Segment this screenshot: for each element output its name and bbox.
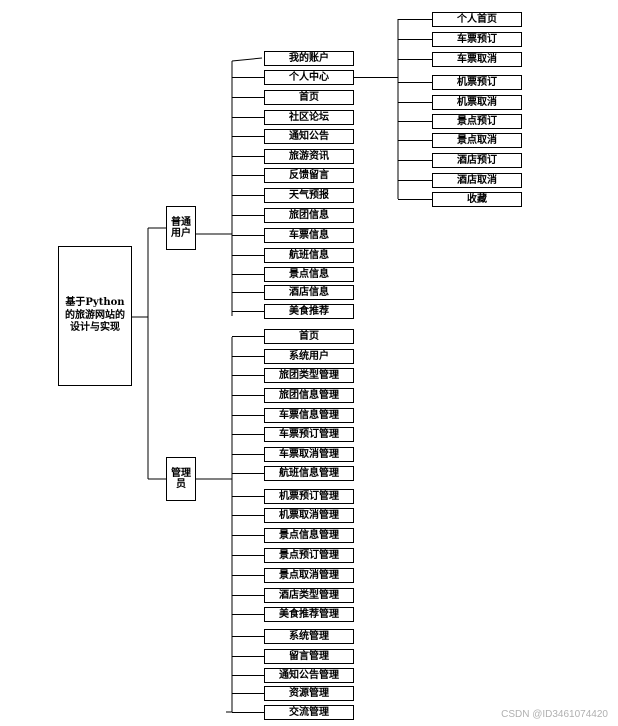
user-item: 旅游资讯 bbox=[264, 149, 354, 164]
admin-item: 机票预订管理 bbox=[264, 489, 354, 504]
user-item: 旅团信息 bbox=[264, 208, 354, 223]
admin-item: 车票取消管理 bbox=[264, 447, 354, 462]
user-item: 通知公告 bbox=[264, 129, 354, 144]
admin-item: 美食推荐管理 bbox=[264, 607, 354, 622]
admin-item: 系统用户 bbox=[264, 349, 354, 364]
admin-item: 通知公告管理 bbox=[264, 668, 354, 683]
personal-center-item: 车票预订 bbox=[432, 32, 522, 47]
admin-item: 留言管理 bbox=[264, 649, 354, 664]
personal-center-item: 酒店预订 bbox=[432, 153, 522, 168]
admin-item: 景点信息管理 bbox=[264, 528, 354, 543]
watermark: CSDN @ID3461074420 bbox=[501, 709, 608, 720]
user-item: 车票信息 bbox=[264, 228, 354, 243]
user-item: 社区论坛 bbox=[264, 110, 354, 125]
admin-item: 车票预订管理 bbox=[264, 427, 354, 442]
user-item: 航班信息 bbox=[264, 248, 354, 263]
personal-center-item: 景点取消 bbox=[432, 133, 522, 148]
user-item: 我的账户 bbox=[264, 51, 354, 66]
user-branch bbox=[231, 57, 263, 62]
personal-center-item: 机票预订 bbox=[432, 75, 522, 90]
admin-item: 交流管理 bbox=[264, 705, 354, 720]
personal-center-item: 酒店取消 bbox=[432, 173, 522, 188]
personal-center-item: 个人首页 bbox=[432, 12, 522, 27]
admin-item: 车票信息管理 bbox=[264, 408, 354, 423]
personal-center-item: 收藏 bbox=[432, 192, 522, 207]
personal-center-item: 机票取消 bbox=[432, 95, 522, 110]
group-regular-user: 普通用户 bbox=[166, 206, 196, 250]
user-item: 个人中心 bbox=[264, 70, 354, 85]
personal-center-item: 景点预订 bbox=[432, 114, 522, 129]
admin-item: 旅团信息管理 bbox=[264, 388, 354, 403]
admin-item: 景点预订管理 bbox=[264, 548, 354, 563]
user-item: 美食推荐 bbox=[264, 304, 354, 319]
admin-item: 机票取消管理 bbox=[264, 508, 354, 523]
admin-item: 系统管理 bbox=[264, 629, 354, 644]
user-item: 景点信息 bbox=[264, 267, 354, 282]
admin-item: 旅团类型管理 bbox=[264, 368, 354, 383]
admin-item: 酒店类型管理 bbox=[264, 588, 354, 603]
admin-item: 首页 bbox=[264, 329, 354, 344]
admin-item: 资源管理 bbox=[264, 686, 354, 701]
user-item: 首页 bbox=[264, 90, 354, 105]
user-item: 酒店信息 bbox=[264, 285, 354, 300]
root-node: 基于Python的旅游网站的设计与实现 bbox=[58, 246, 132, 386]
user-item: 反馈留言 bbox=[264, 168, 354, 183]
admin-item: 景点取消管理 bbox=[264, 568, 354, 583]
personal-center-item: 车票取消 bbox=[432, 52, 522, 67]
group-admin: 管理员 bbox=[166, 457, 196, 501]
user-item: 天气预报 bbox=[264, 188, 354, 203]
admin-item: 航班信息管理 bbox=[264, 466, 354, 481]
